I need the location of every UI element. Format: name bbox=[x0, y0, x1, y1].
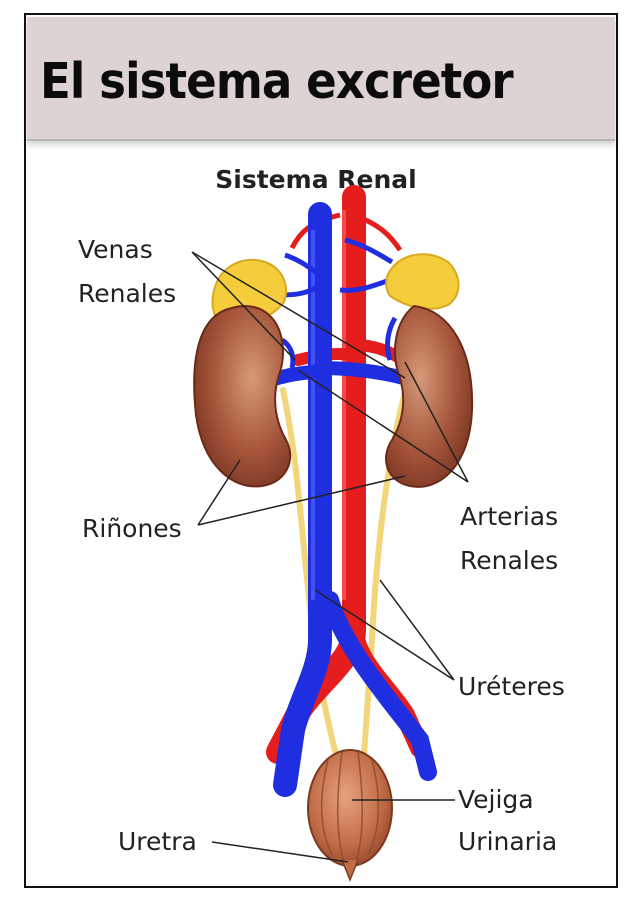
label-vejiga-line2: Urinaria bbox=[458, 827, 557, 856]
adrenal-gland-right bbox=[385, 253, 460, 310]
pointer-ureteres-a bbox=[314, 589, 455, 681]
kidney-left bbox=[193, 304, 291, 488]
pointer-arterias-b bbox=[297, 369, 469, 483]
label-arterias-line1: Arterias bbox=[460, 502, 558, 531]
label-rinones: Riñones bbox=[82, 514, 182, 543]
label-ureteres: Uréteres bbox=[458, 672, 565, 701]
pointer-ureteres-b bbox=[379, 579, 455, 681]
pointer-arterias-a bbox=[404, 361, 469, 483]
label-vejiga-line1: Vejiga bbox=[458, 785, 534, 814]
pointer-venas-b bbox=[191, 251, 406, 379]
label-uretra: Uretra bbox=[118, 827, 197, 856]
diagram-heading: Sistema Renal bbox=[215, 165, 416, 194]
title-banner: El sistema excretor bbox=[27, 17, 615, 141]
pointer-rinones-a bbox=[197, 459, 241, 526]
kidney-right bbox=[385, 304, 474, 488]
pointer-uretra bbox=[211, 841, 349, 863]
label-venas-line2: Renales bbox=[78, 279, 176, 308]
pointer-venas-a bbox=[191, 251, 296, 361]
urinary-bladder bbox=[307, 749, 393, 883]
pointer-rinones-b bbox=[197, 475, 406, 526]
page-title: El sistema excretor bbox=[40, 53, 514, 110]
label-arterias-line2: Renales bbox=[460, 546, 558, 575]
label-venas-line1: Venas bbox=[78, 235, 153, 264]
pointer-lines bbox=[191, 251, 469, 863]
